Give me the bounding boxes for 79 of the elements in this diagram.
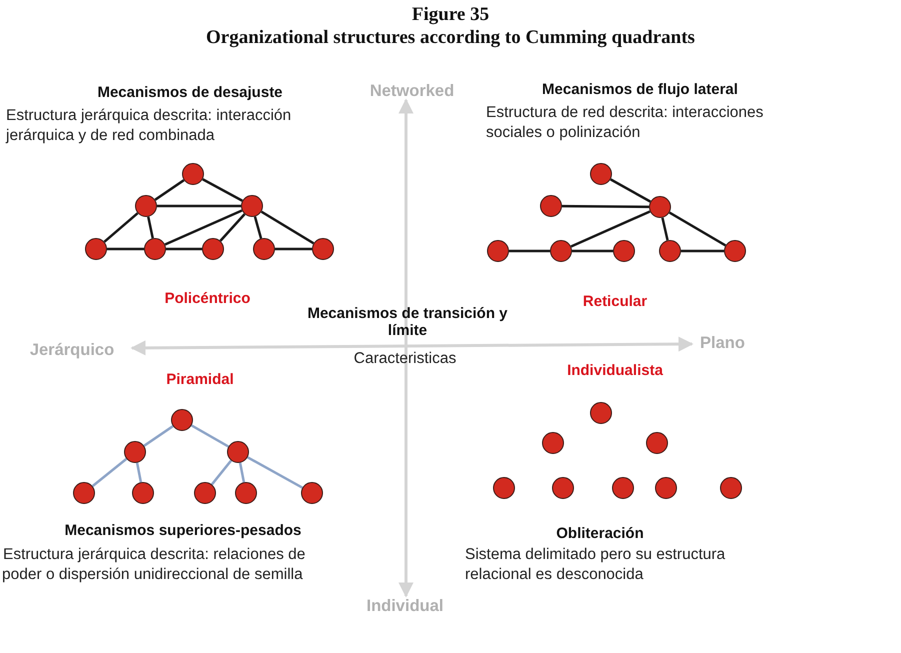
connector-line (254, 216, 262, 239)
center-description: Caracteristicas (352, 349, 458, 369)
connector-line (509, 250, 550, 252)
figure-title: Organizational structures according to Cumming quadrants (205, 26, 696, 50)
connector-line (104, 212, 138, 243)
network-node-circle (487, 240, 509, 262)
network-node-circle (124, 441, 146, 463)
connector-line (136, 462, 142, 482)
network-node-circle (132, 482, 154, 504)
structure-type-label: Piramidal (165, 370, 235, 390)
network-node-circle (649, 196, 671, 218)
structure-type-label: Policéntrico (164, 289, 252, 308)
network-node-circle (540, 195, 562, 217)
connector-line (107, 248, 144, 250)
connector-line (210, 460, 232, 486)
quadrant-description: Estructura de red descrita: interacciones sociales o polinización (486, 103, 764, 144)
network-node-circle (612, 477, 634, 499)
network-node-circle (659, 240, 681, 262)
connector-line (661, 217, 669, 241)
network-node-circle (301, 482, 323, 504)
structure-type-label: Reticular (582, 292, 648, 312)
network-node-circle (312, 238, 334, 260)
network-node-circle (241, 195, 263, 217)
network-node-circle (171, 409, 193, 431)
center-heading: Mecanismos de transición y límite (306, 305, 509, 340)
network-node-circle (253, 238, 275, 260)
network-node-circle (227, 441, 249, 463)
network-node-circle (85, 238, 107, 260)
connector-line (572, 250, 613, 252)
network-node-circle (182, 163, 204, 185)
network-node-circle (202, 238, 224, 260)
connector-line (570, 210, 650, 248)
connector-line (275, 248, 312, 250)
connector-line (166, 248, 202, 250)
connector-line (219, 213, 246, 242)
network-node-circle (720, 477, 742, 499)
connector-line (147, 216, 154, 238)
network-node-circle (73, 482, 95, 504)
quadrant-heading: Mecanismos superiores-pesados (64, 521, 302, 540)
network-node-circle (194, 482, 216, 504)
quadrant-heading: Mecanismos de desajuste (96, 83, 284, 102)
network-node-circle (493, 477, 515, 499)
connector-line (202, 178, 243, 202)
network-node-circle (655, 477, 677, 499)
axis-label: Jerárquico (28, 340, 116, 361)
connector-line (92, 458, 128, 488)
network-node-circle (542, 432, 564, 454)
connector-line (164, 209, 242, 246)
connector-line (154, 179, 185, 201)
network-node-circle (550, 240, 572, 262)
quadrant-description: Estructura jerárquica descrita: relaciones de poder o dispersión unidireccional de semilla (2, 545, 306, 586)
quadrant-description: Sistema delimitado pero su estructura relacional es desconocida (465, 545, 726, 586)
network-node-circle (552, 477, 574, 499)
network-node-circle (135, 195, 157, 217)
axis-label: Networked (368, 81, 456, 102)
quadrant-heading: Mecanismos de flujo lateral (541, 80, 739, 100)
axis-label: Individual (365, 596, 444, 617)
quadrant-heading: Obliteración (555, 524, 645, 544)
network-node-circle (590, 163, 612, 185)
connector-line (681, 250, 724, 252)
connector-line (610, 178, 652, 203)
connector-line (190, 424, 230, 448)
connector-line (562, 204, 650, 208)
structure-type-label: Individualista (566, 361, 664, 380)
connector-line (260, 210, 314, 244)
figure-number: Figure 35 (410, 3, 490, 27)
network-node-circle (590, 402, 612, 424)
connector-line (143, 425, 174, 447)
network-node-circle (724, 240, 746, 262)
connector-line (157, 204, 241, 208)
network-node-circle (235, 482, 257, 504)
axis-label: Plano (700, 333, 746, 354)
network-node-circle (144, 238, 166, 260)
connector-line (247, 456, 303, 489)
connector-line (238, 462, 246, 482)
network-node-circle (646, 432, 668, 454)
quadrant-description: Estructura jerárquica descrita: interacción jerárquica y de red combinada (6, 106, 292, 146)
connector-line (668, 211, 726, 247)
network-node-circle (613, 240, 635, 262)
